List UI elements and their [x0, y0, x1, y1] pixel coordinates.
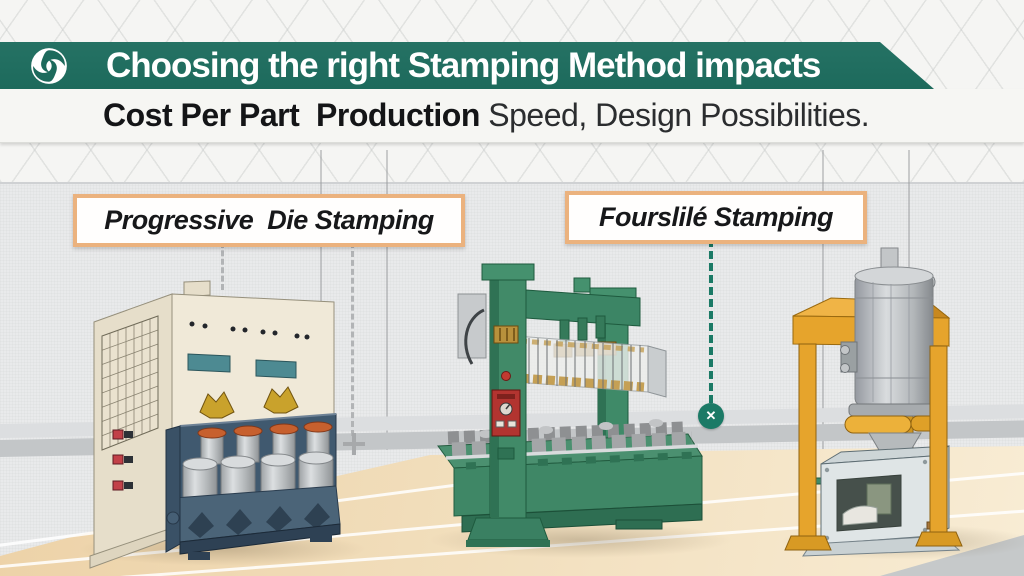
- side-switches: [112, 429, 133, 491]
- connector-progressive-dashed-line: [221, 242, 224, 290]
- wall-line: [822, 150, 824, 450]
- yellow-frame-front-legs: [784, 343, 963, 551]
- progressive-die-press-illustration: [89, 280, 341, 569]
- label-fourslide-text: Fourslilé Stamping: [598, 202, 834, 232]
- capped-cylinders: [197, 421, 333, 465]
- fourslide-vertical-press-illustration: [784, 247, 963, 557]
- display-screen: [187, 353, 231, 373]
- subheader-regular-text: Speed, Design Possibilities.: [479, 97, 870, 133]
- cylinder-rack: [165, 386, 341, 560]
- red-control-box: [491, 389, 521, 437]
- plus-marker-icon: [343, 433, 365, 455]
- label-fourslide-stamping: Fourslilé Stamping: [565, 191, 867, 244]
- subheader-emphasis-text: Cost Per Part Production: [103, 97, 480, 133]
- wall-line: [386, 150, 388, 450]
- label-progressive-text: Progressive Die Stamping: [104, 205, 434, 235]
- header-title: Choosing the right Stamping Method impac…: [106, 45, 821, 85]
- connector-fourslide-dashed-line: [709, 239, 713, 403]
- label-progressive-die-stamping: Progressive Die Stamping: [73, 194, 465, 247]
- x-marker-icon: ✕: [698, 403, 724, 429]
- connector-progressive-dashed-line-long: [351, 242, 354, 436]
- brand-swirl-icon: [31, 47, 67, 84]
- header-banner: Choosing the right Stamping Method impac…: [0, 42, 934, 89]
- display-screen: [255, 359, 297, 379]
- gantry-stamping-press-illustration: [437, 263, 703, 547]
- wall-line: [320, 150, 322, 450]
- wire-cage: [515, 335, 667, 398]
- press-cylinder: [840, 247, 946, 471]
- subheader-strip: Cost Per Part Production Speed, Design P…: [0, 89, 1024, 143]
- panel-dots: [189, 321, 310, 340]
- red-button: [501, 371, 511, 381]
- front-column: [466, 263, 550, 547]
